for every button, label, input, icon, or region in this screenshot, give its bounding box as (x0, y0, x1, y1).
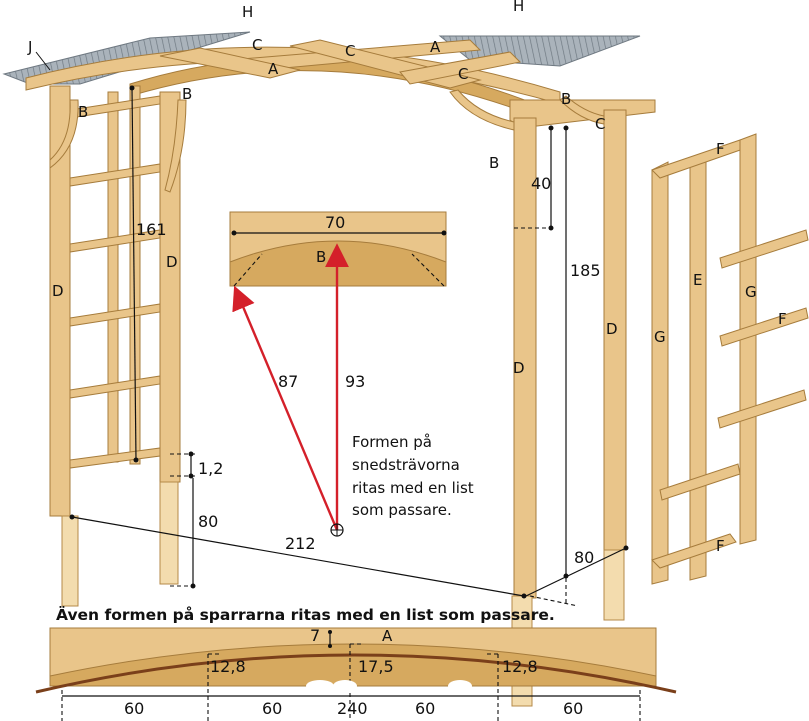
label-F-top: F (716, 140, 725, 158)
label-B-inset: B (316, 248, 326, 266)
radius-arrows (232, 243, 349, 537)
dim-161: 161 (136, 220, 167, 239)
label-H-right: H (513, 0, 524, 15)
label-J: J (27, 38, 32, 56)
dim-40: 40 (531, 174, 551, 193)
j-pointer (35, 51, 51, 71)
label-B-left2: B (182, 85, 192, 103)
dim-185: 185 (570, 261, 601, 280)
label-A-front: A (268, 60, 279, 78)
rafter-template (35, 627, 677, 721)
dim-12-8-right: 12,8 (502, 657, 538, 676)
dim-70: 70 (325, 213, 345, 232)
rafter-note: Även formen på sparrarna ritas med en li… (56, 605, 555, 624)
label-C-top1: C (252, 36, 262, 54)
dim-80-left: 80 (198, 512, 218, 531)
compass-note-line1: Formen på (352, 433, 432, 451)
label-F-mid: F (778, 310, 787, 328)
label-A-top: A (430, 38, 441, 56)
part-labels: H H J C C C C A A A B B B B B D D D D F … (27, 0, 787, 645)
dim-93: 93 (345, 372, 365, 391)
notes: Formen på snedsträvorna ritas med en lis… (56, 433, 555, 624)
label-E: E (693, 271, 702, 289)
label-G-left: G (654, 328, 666, 346)
label-B-right2: B (489, 154, 499, 172)
dim-87: 87 (278, 372, 298, 391)
label-C-right: C (595, 115, 605, 133)
label-C-top2: C (345, 42, 355, 60)
dim-212: 212 (285, 534, 316, 553)
dim-17-5: 17,5 (358, 657, 394, 676)
dimension-labels: 161 70 40 185 87 93 1,2 80 212 80 7 12,8… (124, 174, 601, 718)
dim-60-1: 60 (124, 699, 144, 718)
dim-60-3: 60 (415, 699, 435, 718)
compass-note-line3: ritas med en list (352, 479, 474, 497)
label-D-right1: D (513, 359, 525, 377)
label-G-right: G (745, 283, 757, 301)
label-F-bottom: F (716, 537, 725, 555)
label-B-left1: B (78, 103, 88, 121)
label-A-bottom: A (382, 627, 393, 645)
left-trellis (49, 85, 187, 607)
label-D-left1: D (52, 282, 64, 300)
label-D-left2: D (166, 253, 178, 271)
dim-1-2: 1,2 (198, 459, 223, 478)
dim-60-4: 60 (563, 699, 583, 718)
label-D-right2: D (606, 320, 618, 338)
dim-60-2: 60 (262, 699, 282, 718)
exploded-trellis (651, 133, 809, 585)
compass-note-line2: snedsträvorna (352, 456, 460, 474)
compass-note-line4: som passare. (352, 501, 452, 519)
roof-frame (25, 39, 656, 129)
dim-7: 7 (310, 626, 320, 645)
label-H-left: H (242, 3, 253, 21)
dim-240: 240 (337, 699, 368, 718)
dim-80-right: 80 (574, 548, 594, 567)
dimension-lines (69, 85, 629, 607)
dim-12-8-left: 12,8 (210, 657, 246, 676)
label-B-right1: B (561, 90, 571, 108)
label-C-top3: C (458, 65, 468, 83)
